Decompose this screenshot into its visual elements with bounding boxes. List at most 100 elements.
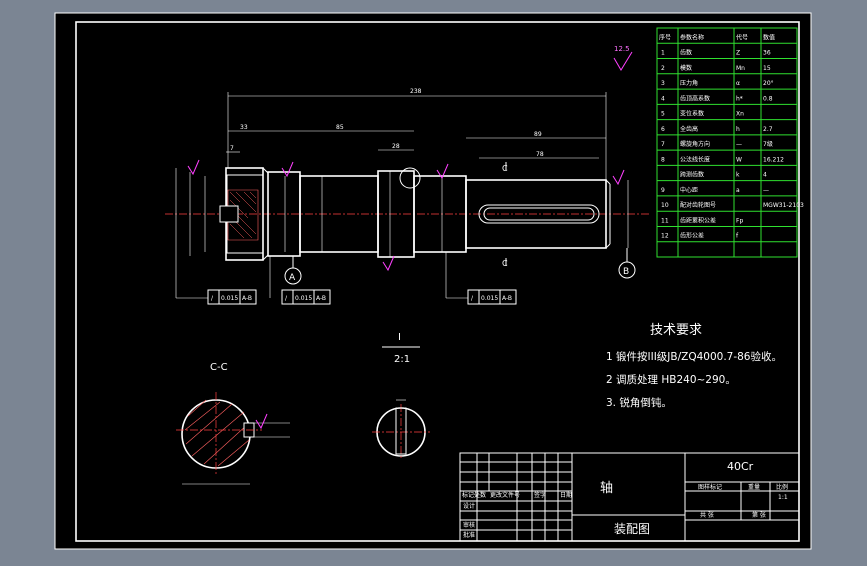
param-name-cell: 公法线长度 <box>680 155 710 163</box>
svg-text:/: / <box>211 295 214 302</box>
shaft-main-view: C C <box>165 162 650 268</box>
param-name-cell: 齿顶高系数 <box>680 94 710 102</box>
svg-text:40Cr: 40Cr <box>727 460 754 473</box>
svg-text:图样标记: 图样标记 <box>698 483 722 491</box>
svg-text:装配图: 装配图 <box>614 522 650 536</box>
param-name-cell: 跨测齿数 <box>680 171 704 179</box>
svg-text:B: B <box>623 267 629 277</box>
svg-text:/: / <box>285 295 288 302</box>
param-value-cell: 20° <box>763 80 774 87</box>
svg-text:A-B: A-B <box>242 295 252 302</box>
param-name-cell: 螺旋角方向 <box>680 140 710 148</box>
param-symbol-cell: h* <box>736 95 743 102</box>
param-value-cell: 16.212 <box>763 156 784 163</box>
svg-text:85: 85 <box>336 124 344 131</box>
param-name-cell: 变位系数 <box>680 110 704 118</box>
title-block: 标记处数 更改文件号 签字 日期 设计 审核 批准 轴 40Cr 装配图 图样标… <box>459 452 800 542</box>
svg-text:设计: 设计 <box>463 502 475 510</box>
param-symbol-cell: Fp <box>736 217 743 224</box>
svg-text:标记处数: 标记处数 <box>462 491 486 499</box>
param-symbol-cell: Z <box>736 50 740 57</box>
svg-text:更改文件号: 更改文件号 <box>490 491 520 499</box>
svg-text:3. 锐角倒钝。: 3. 锐角倒钝。 <box>606 396 672 409</box>
svg-text:12.5: 12.5 <box>614 45 630 53</box>
svg-text:89: 89 <box>534 131 542 138</box>
svg-text:日期: 日期 <box>560 491 572 499</box>
svg-text:1:1: 1:1 <box>778 494 788 501</box>
svg-text:0.015: 0.015 <box>481 295 498 302</box>
param-header-cell: 参数名称 <box>680 33 704 41</box>
detail-view-i: I 2:1 <box>372 332 430 460</box>
param-row-number: 7 <box>661 141 665 148</box>
svg-text:0.015: 0.015 <box>295 295 312 302</box>
roughness-symbol: 12.5 <box>613 45 633 71</box>
param-row-number: 5 <box>661 111 665 118</box>
param-value-cell: MGW31-2103 <box>763 202 804 209</box>
svg-text:重量: 重量 <box>748 483 760 491</box>
svg-text:C-C: C-C <box>210 362 228 373</box>
sheet-inner-border <box>75 21 800 542</box>
svg-text:批准: 批准 <box>463 531 475 539</box>
param-row-number: 10 <box>661 202 669 209</box>
svg-text:28: 28 <box>392 143 400 150</box>
param-symbol-cell: k <box>736 172 740 179</box>
svg-text:比例: 比例 <box>776 483 788 491</box>
param-header-cell: 序号 <box>659 33 671 41</box>
param-header-cell: 代号 <box>736 33 748 41</box>
svg-text:技术要求: 技术要求 <box>650 323 702 338</box>
sheet-outer-border <box>54 12 812 550</box>
dimension-lines: 238 33 85 89 78 28 7 <box>175 88 629 299</box>
param-value-cell: 15 <box>763 65 771 72</box>
param-row-number: 11 <box>661 217 669 224</box>
svg-text:C: C <box>502 259 508 268</box>
param-value-cell: — <box>763 187 769 194</box>
svg-text:A-B: A-B <box>316 295 326 302</box>
svg-text:78: 78 <box>536 151 544 158</box>
svg-text:签字: 签字 <box>534 491 546 499</box>
param-name-cell: 中心距 <box>680 186 698 194</box>
svg-text:审核: 审核 <box>463 521 475 529</box>
param-name-cell: 齿形公差 <box>680 232 704 240</box>
svg-text:A: A <box>289 273 296 283</box>
svg-text:7: 7 <box>230 145 234 152</box>
svg-text:238: 238 <box>410 88 422 95</box>
svg-text:C: C <box>502 164 508 173</box>
svg-text:I: I <box>398 332 401 343</box>
svg-text:0.015: 0.015 <box>221 295 238 302</box>
param-value-cell: 4 <box>763 172 767 179</box>
param-row-number: 8 <box>661 156 665 163</box>
param-value-cell: 2.7 <box>763 126 773 133</box>
param-name-cell: 齿数 <box>680 49 692 57</box>
param-symbol-cell: f <box>736 233 739 240</box>
param-row-number: 3 <box>661 80 665 87</box>
svg-text:轴: 轴 <box>600 481 613 496</box>
svg-text:共 张: 共 张 <box>700 511 714 519</box>
param-symbol-cell: Mn <box>736 65 745 72</box>
param-name-cell: 压力角 <box>680 79 698 87</box>
param-row-number: 12 <box>661 233 669 240</box>
param-row-number: 1 <box>661 50 665 57</box>
svg-text:第 张: 第 张 <box>752 511 766 519</box>
param-name-cell: 模数 <box>680 64 692 72</box>
param-name-cell: 配对齿轮图号 <box>680 201 716 209</box>
param-symbol-cell: W <box>736 156 742 163</box>
param-value-cell: 7级 <box>763 140 773 148</box>
param-symbol-cell: Xn <box>736 111 744 118</box>
param-header-cell: 数值 <box>763 33 775 41</box>
datum-a: A <box>284 256 302 285</box>
svg-text:2 调质处理 HB240~290。: 2 调质处理 HB240~290。 <box>606 374 736 386</box>
param-symbol-cell: — <box>736 141 742 148</box>
tolerance-frame-1: / 0.015 A-B <box>207 289 257 305</box>
param-symbol-cell: a <box>736 187 740 194</box>
technical-requirements: 技术要求 1 锻件按III级JB/ZQ4000.7-86验收。 2 调质处理 H… <box>606 323 782 409</box>
param-row-number: 9 <box>661 187 665 194</box>
svg-text:A-B: A-B <box>502 295 512 302</box>
svg-text:33: 33 <box>240 124 248 131</box>
section-view-cc: C-C <box>176 362 290 485</box>
param-value-cell: 36 <box>763 50 771 57</box>
param-name-cell: 齿距累积公差 <box>680 216 716 224</box>
param-row-number: 6 <box>661 126 665 133</box>
